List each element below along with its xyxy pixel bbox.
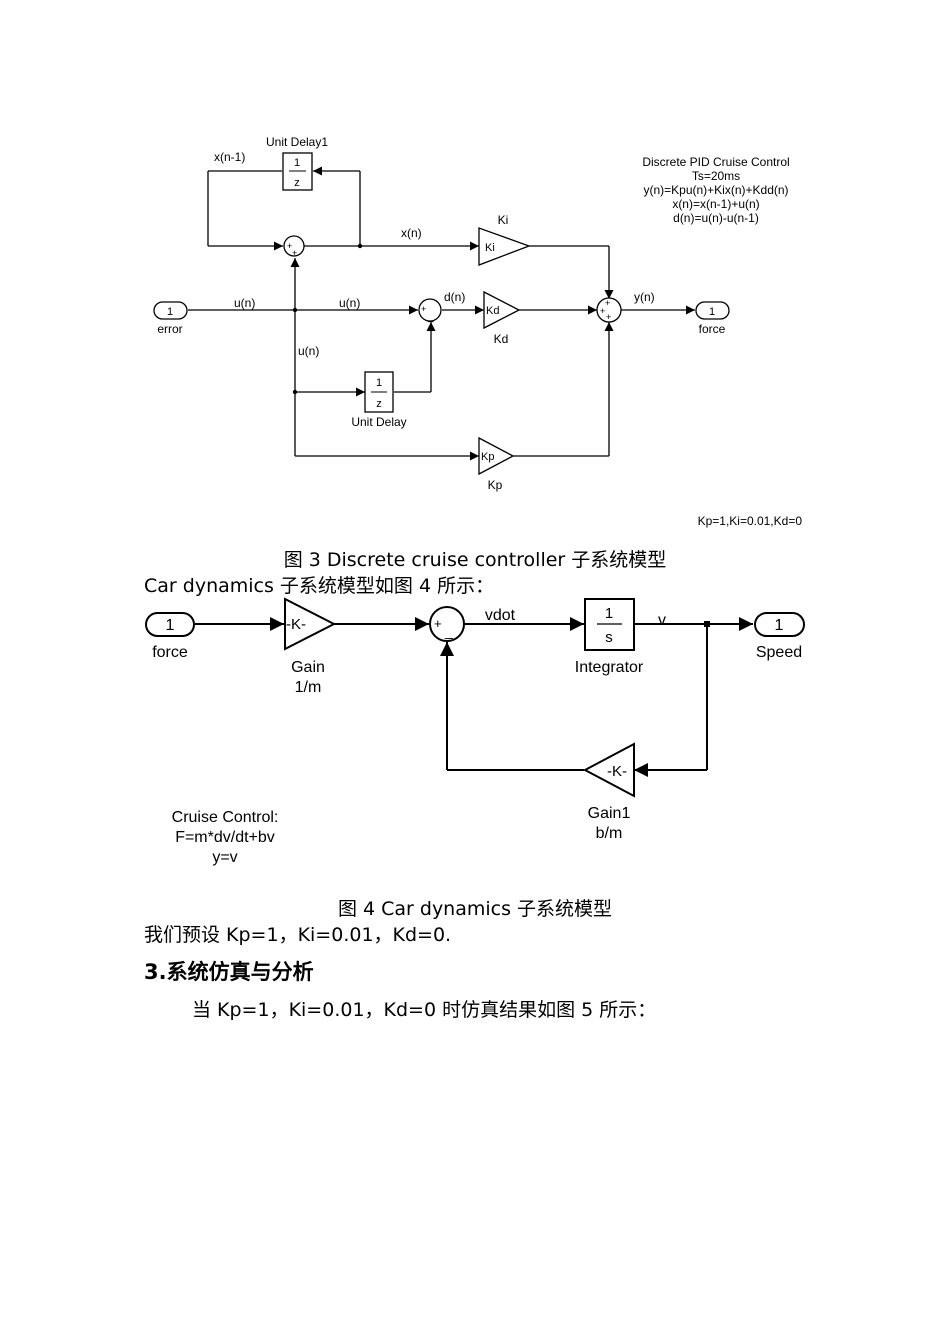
section-heading: 3.系统仿真与分析 (144, 960, 314, 984)
svg-text:Cruise Control:: Cruise Control: (172, 809, 279, 826)
unit-delay-den: z (376, 398, 382, 410)
unit-delay1-block: 1 z (282, 152, 313, 191)
error-inport-num: 1 (167, 306, 173, 318)
kp-gain-label: Kp (488, 478, 503, 492)
speed-outport: 1 (754, 612, 805, 637)
cruise-control-note: Cruise Control: F=m*dv/dt+bv y=v (172, 809, 279, 866)
svg-text:Discrete PID Cruise Control: Discrete PID Cruise Control (642, 155, 789, 169)
error-inport: 1 (153, 301, 188, 320)
svg-text:+: + (606, 312, 611, 322)
force-inport: 1 (145, 612, 195, 637)
gain1-block: -K- (582, 742, 635, 798)
ki-gain-block: Ki (478, 227, 531, 266)
svg-text:+: + (292, 248, 297, 258)
svg-text:d(n)=u(n)-u(n-1): d(n)=u(n)-u(n-1) (673, 211, 759, 225)
signal-xn1-label: x(n-1) (214, 150, 245, 164)
unit-delay1-den: z (294, 177, 300, 189)
sum3-block: + + + (596, 297, 622, 323)
preset-text: 我们预设 Kp=1，Ki=0.01，Kd=0. (144, 924, 452, 946)
ki-gain-label: Ki (498, 213, 509, 227)
intro-figure-4-text: Car dynamics 子系统模型如图 4 所示： (144, 575, 495, 597)
svg-text:+: + (287, 241, 292, 251)
svg-text:_: _ (444, 623, 453, 639)
svg-text:Ts=20ms: Ts=20ms (692, 169, 740, 183)
signal-yn-label: y(n) (634, 290, 655, 304)
svg-text:y(n)=Kpu(n)+Kix(n)+Kdd(n): y(n)=Kpu(n)+Kix(n)+Kdd(n) (643, 183, 788, 197)
ki-gain-inside: Ki (485, 242, 495, 254)
svg-text:F=m*dv/dt+bv: F=m*dv/dt+bv (175, 829, 275, 846)
signal-un-label-b: u(n) (339, 296, 360, 310)
kp-gain-inside: Kp (481, 451, 494, 463)
gain1-block-label: Gain1 (588, 805, 631, 822)
force-outport-label: force (699, 322, 726, 336)
integrator-den: s (605, 629, 613, 646)
kd-gain-block: Kd (483, 290, 521, 330)
unit-delay-num: 1 (376, 377, 382, 389)
force-outport: 1 (695, 301, 730, 320)
svg-text:+: + (605, 298, 610, 308)
pid-params-label: Kp=1,Ki=0.01,Kd=0 (698, 514, 803, 528)
kd-gain-inside: Kd (486, 305, 499, 317)
svg-text:+: + (434, 616, 442, 631)
figure-4-diagram: 1 force -K- Gain 1/m + _ vdot 1 s Integr… (145, 597, 805, 866)
kd-gain-label: Kd (494, 332, 509, 346)
signal-xn-label: x(n) (401, 226, 422, 240)
svg-text:y=v: y=v (212, 849, 237, 866)
signal-un-label-a: u(n) (234, 296, 255, 310)
unit-delay1-num: 1 (294, 157, 300, 169)
unit-delay-block: 1 z (364, 371, 394, 413)
force-inport-label: force (152, 644, 188, 661)
unit-delay1-label: Unit Delay1 (266, 135, 328, 149)
sum2-block: + _ (418, 298, 442, 323)
speed-outport-num: 1 (775, 617, 784, 634)
svg-text:+: + (421, 304, 426, 314)
force-inport-num: 1 (166, 617, 175, 634)
kp-gain-block: Kp (478, 436, 515, 476)
svg-text:x(n)=x(n-1)+u(n): x(n)=x(n-1)+u(n) (672, 197, 759, 211)
gain-block-inside: -K- (286, 616, 306, 633)
integrator-block: 1 s (584, 598, 635, 651)
sum1-block: + + (283, 235, 305, 258)
error-inport-label: error (157, 322, 182, 336)
svg-text:_: _ (427, 312, 434, 323)
integrator-num: 1 (605, 605, 613, 622)
speed-sum-block: + _ (429, 606, 465, 642)
force-outport-num: 1 (709, 306, 715, 318)
signal-dn-label: d(n) (444, 290, 465, 304)
gain1-block-value: b/m (596, 825, 623, 842)
unit-delay-label: Unit Delay (351, 415, 406, 429)
gain-block-value: 1/m (295, 679, 322, 696)
gain-block: -K- (284, 597, 337, 651)
figure-3-caption: 图 3 Discrete cruise controller 子系统模型 (283, 549, 667, 571)
integrator-label: Integrator (575, 659, 644, 676)
svg-text:+: + (600, 306, 605, 316)
gain1-block-inside: -K- (607, 763, 627, 780)
signal-vdot-label: vdot (485, 607, 516, 624)
speed-outport-label: Speed (756, 644, 802, 661)
signal-v-label: v (658, 612, 666, 629)
simulation-text: 当 Kp=1，Ki=0.01，Kd=0 时仿真结果如图 5 所示： (192, 999, 657, 1021)
gain-block-label: Gain (291, 659, 325, 676)
figure-3-diagram: 1 z Unit Delay1 + + Ki Ki 1 error + _ Kd… (153, 135, 803, 528)
figure-4-caption: 图 4 Car dynamics 子系统模型 (337, 898, 613, 920)
signal-un-label-c: u(n) (298, 344, 319, 358)
pid-annotation: Discrete PID Cruise Control Ts=20ms y(n)… (642, 155, 789, 225)
